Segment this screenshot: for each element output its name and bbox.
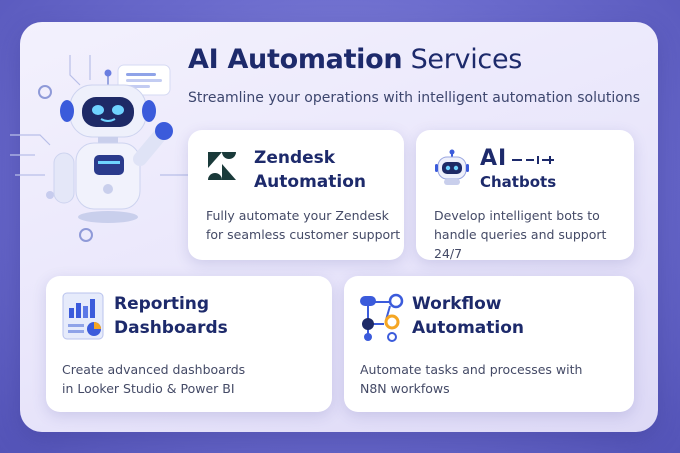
- title-rest-part: Services: [402, 44, 523, 75]
- card-description: Create advanced dashboards in Looker Stu…: [62, 362, 246, 396]
- dashboard-chart-icon: [62, 292, 104, 340]
- card-title: Reporting Dashboards: [114, 294, 228, 338]
- card-title: AI Chatbots: [480, 146, 557, 191]
- zendesk-automation-card[interactable]: Zendesk Automation Fully automate your Z…: [188, 130, 404, 260]
- workflow-automation-card[interactable]: Workflow Automation Automate tasks and p…: [344, 276, 634, 412]
- card-description: Fully automate your Zendesk for seamless…: [206, 208, 401, 242]
- card-title: Workflow Automation: [412, 294, 524, 338]
- page-subtitle: Streamline your operations with intellig…: [188, 90, 640, 106]
- circuit-lines-icon: [512, 156, 554, 164]
- card-title: Zendesk Automation: [254, 148, 366, 192]
- ai-glitch-label: AI: [480, 146, 508, 171]
- page-title: AI Automation Services: [188, 44, 522, 75]
- card-description: Develop intelligent bots to handle queri…: [434, 208, 607, 261]
- robot-illustration: [10, 55, 200, 242]
- workflow-nodes-icon: [360, 293, 404, 342]
- title-bold-part: AI Automation: [188, 44, 403, 75]
- zendesk-logo-icon: [208, 152, 236, 180]
- card-description: Automate tasks and processes with N8N wo…: [360, 362, 583, 396]
- ai-chatbots-card[interactable]: AI Chatbots Develop intelligent bots to …: [416, 130, 634, 261]
- chatbot-icon: [435, 149, 469, 185]
- reporting-dashboards-card[interactable]: Reporting Dashboards Create advanced das…: [46, 276, 332, 412]
